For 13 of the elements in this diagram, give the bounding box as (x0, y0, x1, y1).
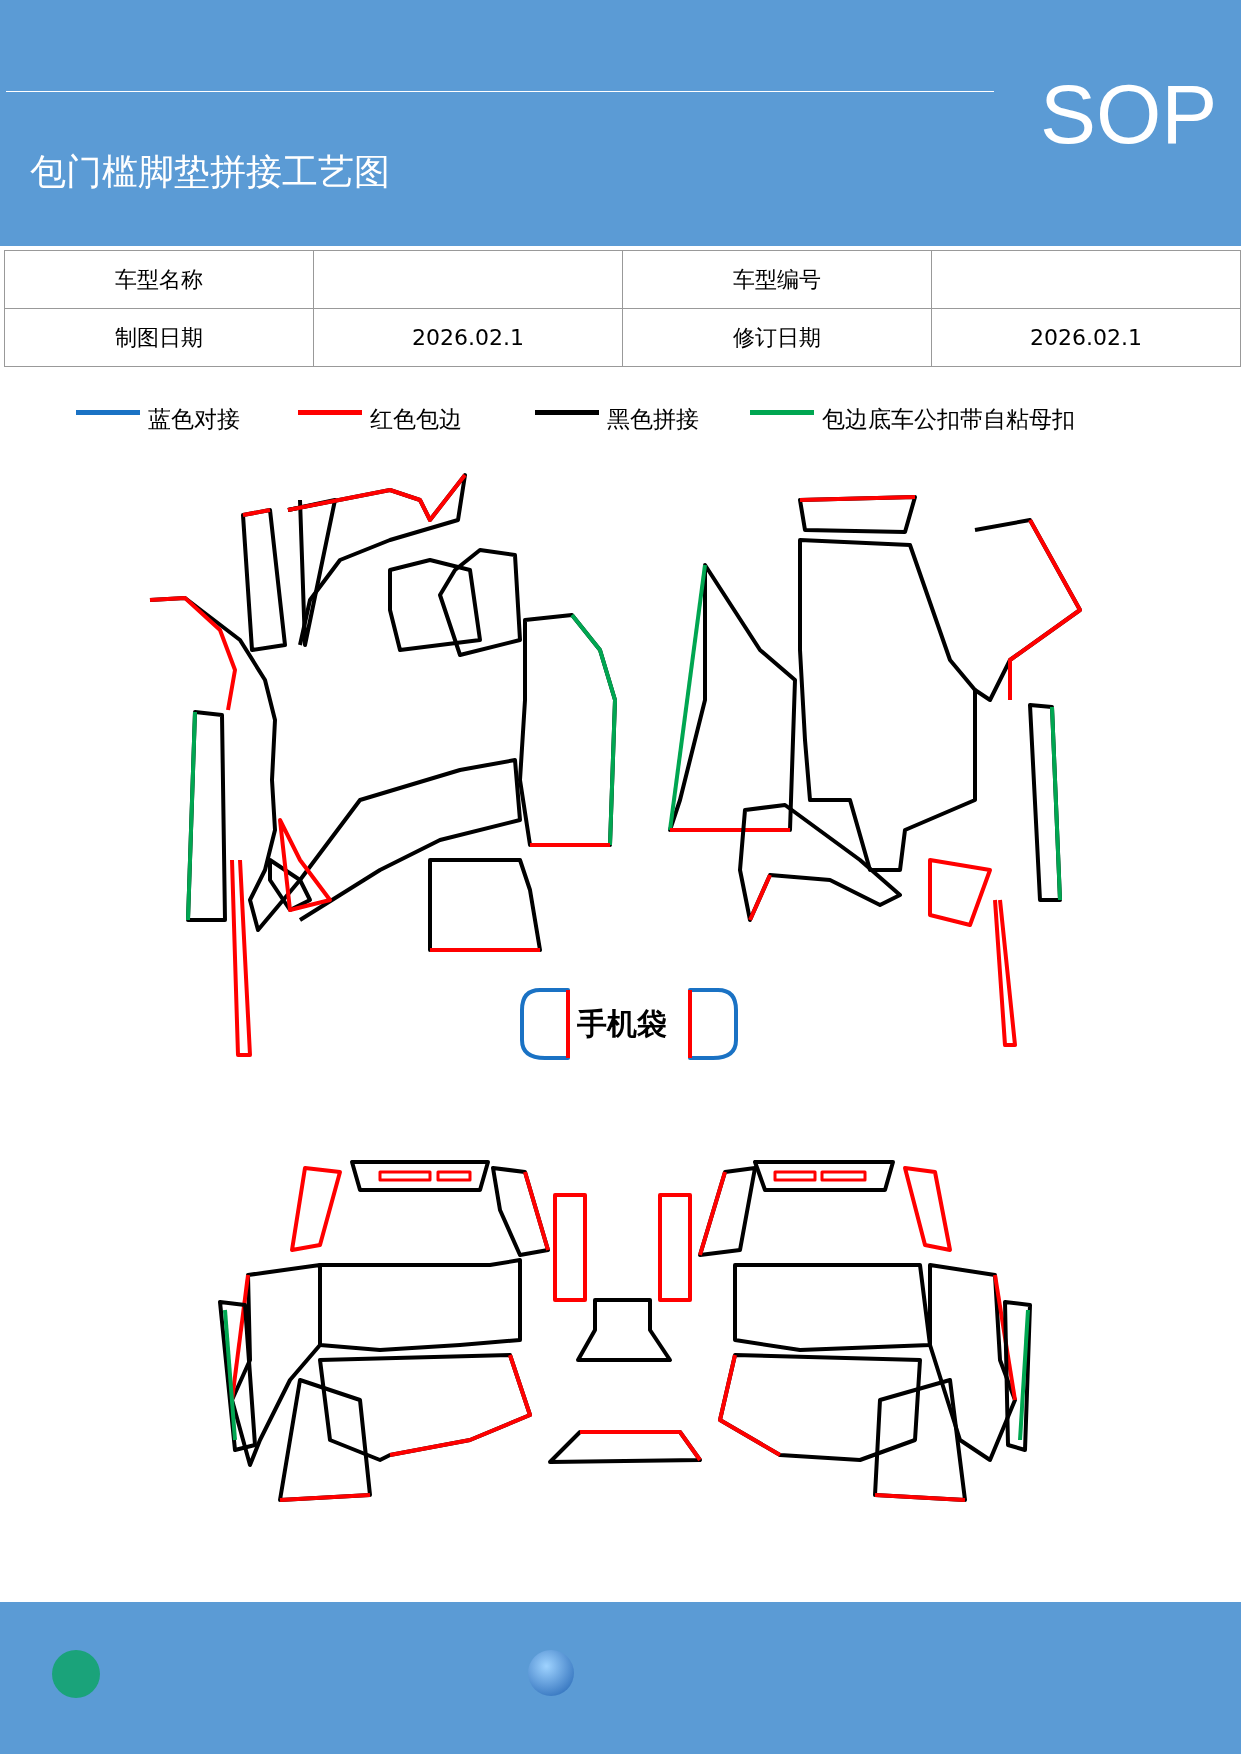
table-cell: 修订日期 (733, 324, 821, 350)
legend-text: 蓝色对接 (148, 405, 240, 434)
table-cell: 车型编号 (733, 266, 821, 292)
legend-text: 红色包边 (370, 405, 462, 434)
table-cell: 车型名称 (115, 266, 203, 292)
title: 包门槛脚垫拼接工艺图 (30, 150, 390, 194)
table-cell: 2026.02.1 (1030, 325, 1142, 350)
legend-text: 包边底车公扣带自粘母扣 (822, 405, 1075, 434)
table-cell: 制图日期 (115, 324, 203, 350)
legend-text: 黑色拼接 (607, 405, 699, 434)
table-cell: 2026.02.1 (412, 325, 524, 350)
phone-bag-label: 手机袋 (577, 1005, 667, 1043)
sop-label: SOP (1040, 72, 1218, 156)
